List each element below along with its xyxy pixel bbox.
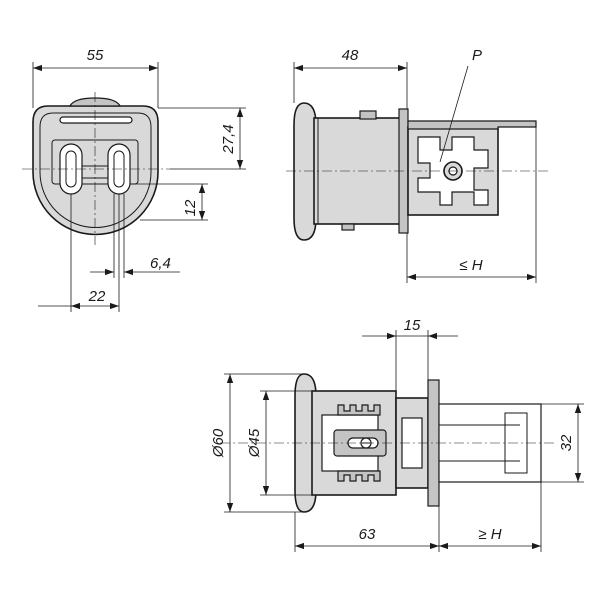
- front-outer-body: [32, 105, 159, 236]
- front-top-slot: [59, 116, 133, 124]
- profile-label: P: [472, 47, 482, 64]
- dim-27-label: 27,4: [220, 124, 237, 154]
- dim-15-label: 15: [404, 317, 421, 334]
- section-ratchet: [337, 404, 381, 482]
- dim-63-label: 63: [359, 526, 376, 543]
- front-view: 55 27,4 12 6,4 22: [22, 47, 246, 312]
- dim-22-label: 22: [88, 288, 106, 305]
- dim-leH-label: ≤ H: [459, 257, 482, 274]
- side-bottom-tab: [341, 223, 355, 231]
- dim-d60-label: Ø60: [210, 428, 227, 458]
- profile-leader: [439, 65, 469, 163]
- dim-55-label: 55: [87, 47, 104, 64]
- side-top-strip: [407, 120, 537, 130]
- ratchet-bottom: [337, 470, 381, 482]
- dim-12-label: 12: [182, 199, 199, 216]
- dim-geH-label: ≥ H: [478, 526, 501, 543]
- section-view: 15 Ø60 Ø45 63 ≥ H 32: [210, 317, 584, 552]
- side-top-tab: [359, 110, 377, 120]
- ratchet-top: [337, 404, 381, 416]
- dim-32-label: 32: [558, 434, 575, 451]
- dim-48-label: 48: [342, 47, 359, 64]
- front-inner-contour: [39, 112, 152, 228]
- dim-64-label: 6,4: [150, 255, 171, 272]
- dim-d45-label: Ø45: [246, 428, 263, 458]
- side-dome-cap: [293, 102, 317, 241]
- side-view: 48 P ≤ H: [286, 47, 550, 283]
